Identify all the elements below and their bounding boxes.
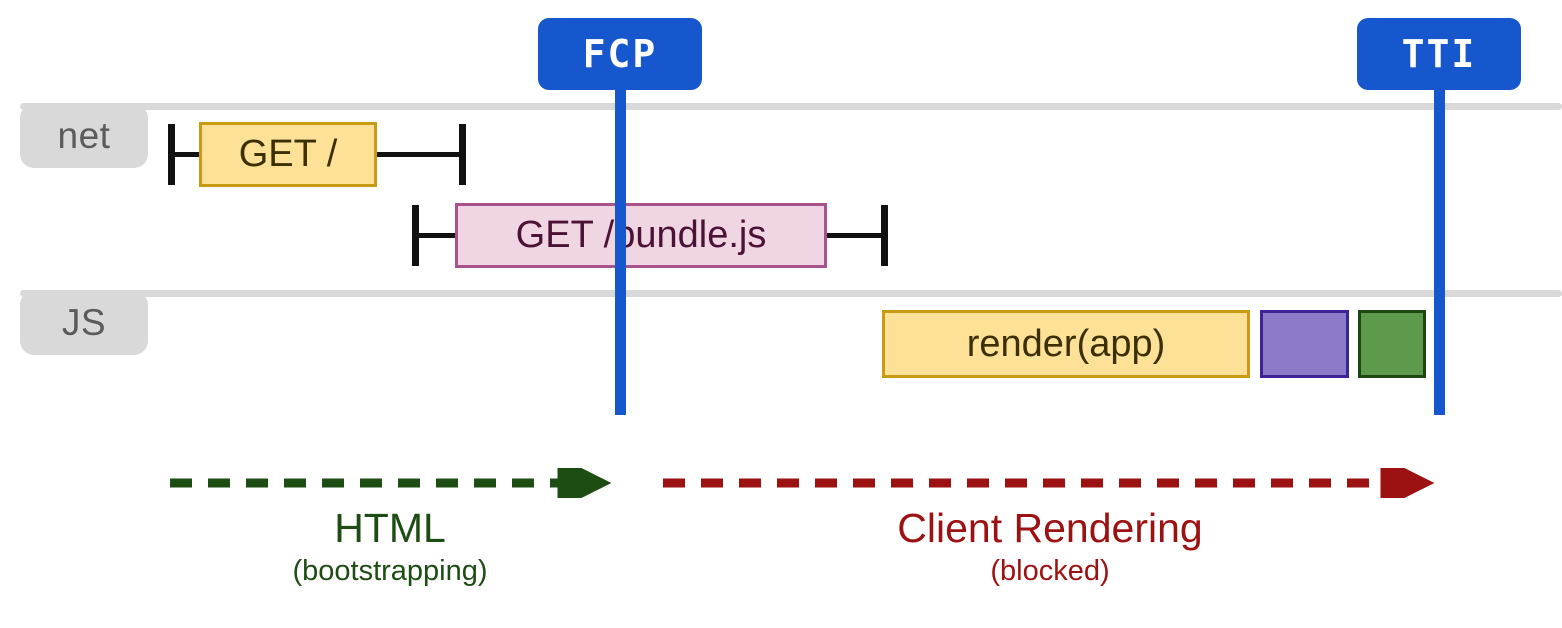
task-bar-get-root[interactable]: GET /	[199, 122, 377, 187]
phase-arrow-client-rendering	[663, 468, 1435, 498]
lane-label-net-text: net	[57, 115, 111, 156]
task-bar-render-app[interactable]: render(app)	[882, 310, 1250, 378]
marker-line-fcp	[615, 86, 626, 415]
task-bar-render-app-label: render(app)	[966, 322, 1166, 365]
phase-subtitle-client-rendering: (blocked)	[990, 555, 1110, 587]
task-bar-bundle-js-label: GET /bundle.js	[515, 214, 767, 256]
marker-badge-fcp[interactable]: FCP	[538, 18, 702, 90]
phase-caption-html: HTML (bootstrapping)	[150, 504, 630, 590]
lane-rail-js	[20, 290, 1562, 297]
marker-line-tti	[1434, 86, 1445, 415]
whisker-cap-right-bundle-js	[881, 205, 888, 266]
task-bar-paint[interactable]	[1358, 310, 1426, 378]
marker-badge-fcp-label: FCP	[582, 32, 658, 76]
whisker-cap-right-get-root	[459, 124, 466, 185]
lane-label-js: JS	[20, 291, 148, 355]
lane-rail-net	[20, 103, 1562, 110]
phase-title-client-rendering: Client Rendering	[897, 505, 1203, 551]
task-bar-hydrate[interactable]	[1260, 310, 1349, 378]
phase-caption-client-rendering: Client Rendering (blocked)	[660, 504, 1440, 590]
lane-label-js-text: JS	[61, 302, 107, 343]
phase-subtitle-html: (bootstrapping)	[292, 555, 488, 587]
marker-badge-tti-label: TTI	[1401, 32, 1477, 76]
marker-badge-tti[interactable]: TTI	[1357, 18, 1521, 90]
task-bar-get-root-label: GET /	[238, 133, 338, 175]
phase-title-html: HTML	[334, 505, 446, 551]
task-bar-bundle-js[interactable]: GET /bundle.js	[455, 203, 827, 268]
lane-label-net: net	[20, 104, 148, 168]
phase-arrow-html	[170, 468, 612, 498]
